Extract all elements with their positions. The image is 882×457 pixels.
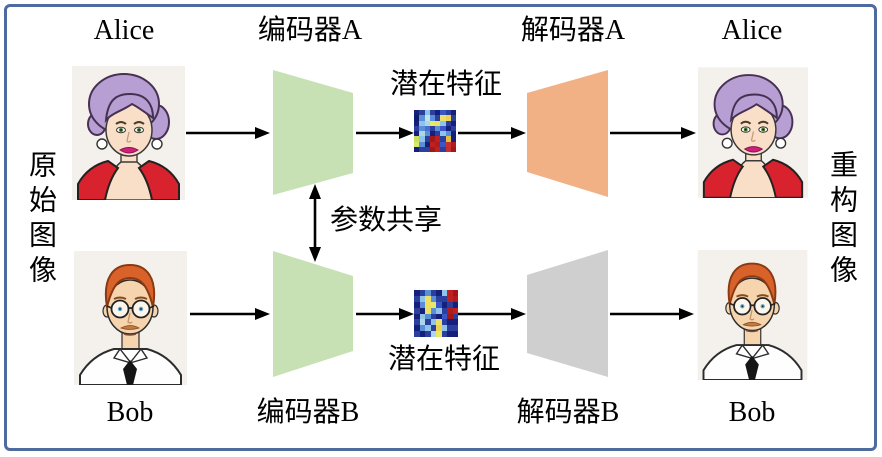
latent-feature-a-label: 潜在特征 [389,69,503,100]
arrow-decoder-a-to-alice-recon [610,127,696,139]
arrow-decoder-b-to-bob-recon [610,308,694,320]
bob-original-image [74,251,187,385]
decoder-a-label: 解码器A [520,15,626,46]
param-share-double-arrow [309,184,321,262]
encoder-a-shape [273,70,353,195]
param-share-label: 参数共享 [330,205,443,236]
reconstructed-images-vertical-label: 重构图像 [826,150,857,290]
alice-output-label: Alice [721,15,783,46]
encoder-a-label: 编码器A [257,15,363,46]
latent-feature-b-label: 潜在特征 [387,344,501,375]
encoder-b-shape [273,251,353,377]
decoder-a-shape [527,70,608,197]
original-images-vertical-label: 原始图像 [25,150,56,290]
latent-feature-heatmap-a [414,110,456,152]
decoder-b-shape [527,250,608,377]
latent-feature-heatmap-b [414,290,458,337]
arrow-latent-b-to-decoder-b [458,308,526,320]
arrow-latent-a-to-decoder-a [458,127,526,139]
decoder-b-label: 解码器B [516,397,620,428]
encoder-b-label: 编码器B [256,397,360,428]
alice-reconstructed-image [698,67,808,198]
bob-reconstructed-image [697,250,808,380]
alice-original-image [72,66,185,200]
bob-output-label: Bob [728,397,776,428]
bob-input-label: Bob [106,397,154,428]
arrow-alice-to-encoder-a [186,127,270,139]
arrow-encoder-b-to-latent-b [356,308,414,320]
alice-input-label: Alice [93,15,155,46]
arrow-bob-to-encoder-b [190,308,270,320]
arrow-encoder-a-to-latent-a [356,127,414,139]
